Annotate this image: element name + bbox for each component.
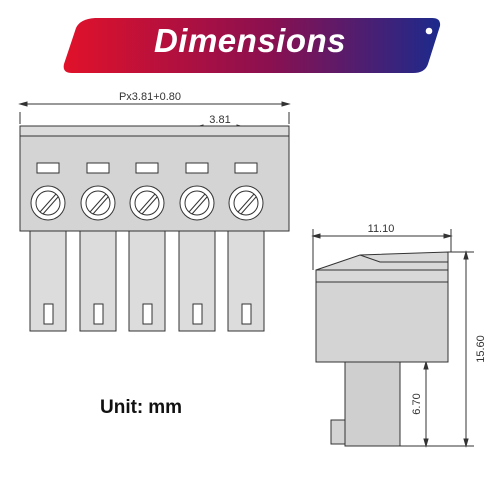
pitch-label: 3.81	[209, 114, 230, 126]
screw-terminal	[228, 185, 264, 221]
side-height-label: 15.60	[475, 335, 487, 363]
side-pin-section	[344, 361, 401, 447]
side-pin-tab	[330, 419, 346, 445]
screw-terminals	[30, 185, 264, 221]
contact-pin	[178, 230, 216, 332]
side-height-dimension	[400, 250, 474, 448]
wire-entry-slots	[36, 162, 258, 174]
pin-length-label: 6.70	[411, 393, 423, 414]
contact-pin	[227, 230, 265, 332]
side-housing-body	[315, 281, 449, 363]
title-banner	[63, 18, 441, 73]
screw-terminal	[30, 185, 66, 221]
overall-width-dimension	[18, 101, 291, 124]
screw-terminal	[179, 185, 215, 221]
contact-pin	[79, 230, 117, 332]
wire-slot	[86, 162, 110, 174]
contact-pin	[128, 230, 166, 332]
side-view	[311, 229, 474, 448]
wire-slot	[234, 162, 258, 174]
screw-terminal	[80, 185, 116, 221]
unit-label: Unit:	[100, 397, 144, 418]
unit-note: Unit:mm	[100, 397, 182, 419]
overall-width-label: Px3.81+0.80	[119, 91, 181, 103]
banner-hole	[425, 27, 433, 35]
side-width-dimension	[311, 229, 453, 270]
wire-slot	[36, 162, 60, 174]
contact-pin	[29, 230, 67, 332]
screw-terminal	[129, 185, 165, 221]
contact-pins	[29, 230, 265, 332]
side-housing-top	[315, 251, 449, 283]
front-view	[18, 101, 291, 332]
housing-top-strip	[19, 125, 290, 137]
banner-shape	[63, 18, 441, 73]
unit-value: mm	[148, 397, 183, 418]
side-width-label: 11.10	[368, 223, 395, 235]
banner-title: Dimensions	[153, 22, 347, 59]
wire-slot	[185, 162, 209, 174]
wire-slot	[135, 162, 159, 174]
